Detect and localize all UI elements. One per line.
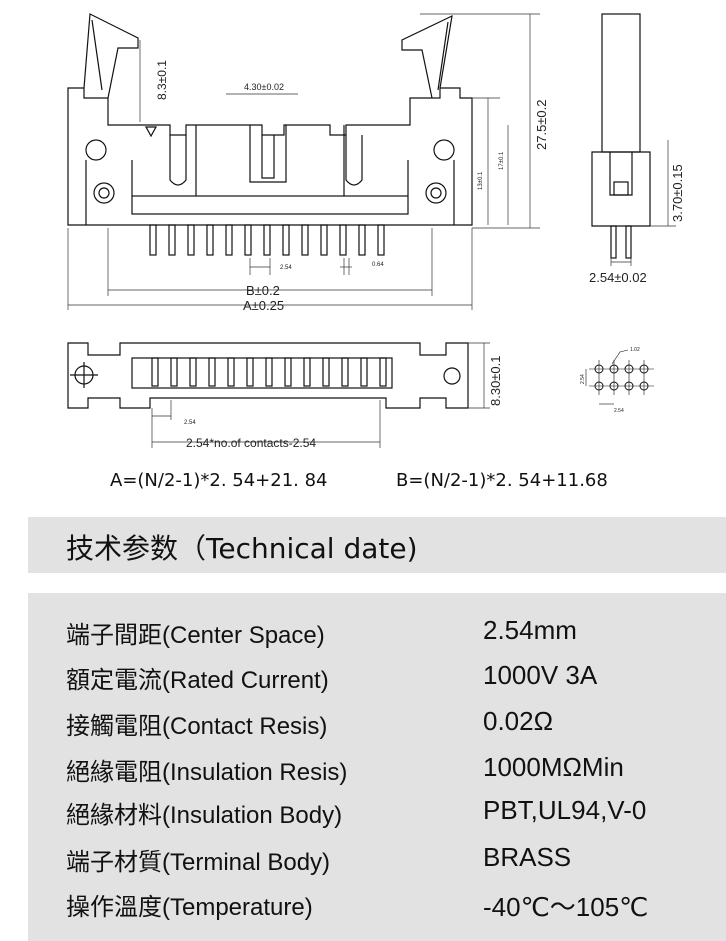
spec-value: 1000MΩMin bbox=[483, 752, 624, 782]
dim-inner-17-label: 17±0.1 bbox=[499, 151, 505, 170]
dim-inner-13-label: 13±0.1 bbox=[478, 171, 484, 190]
footprint-col-label: 2.54 bbox=[614, 408, 624, 414]
spec-label: 端子間距(Center Space) bbox=[66, 622, 325, 649]
spec-value: PBT,UL94,V-0 bbox=[483, 795, 647, 825]
spec-value: BRASS bbox=[483, 842, 572, 872]
top-view bbox=[67, 342, 469, 409]
dim-pin-width-label: 0.64 bbox=[372, 262, 384, 268]
dim-b-label: B±0.2 bbox=[246, 283, 280, 298]
section-title-band: 技术参数（Technical date) bbox=[28, 517, 726, 573]
spec-label: 絕緣材料(Insulation Body) bbox=[66, 802, 343, 829]
side-pitch-label: 2.54±0.02 bbox=[589, 270, 647, 285]
front-view-dimensions bbox=[67, 13, 540, 310]
top-span-label: 2.54*no.of contacts-2.54 bbox=[186, 436, 316, 450]
dim-a-label: A±0.25 bbox=[243, 298, 284, 313]
spec-value: -40℃～105℃ bbox=[483, 892, 649, 922]
spec-value: 0.02Ω bbox=[483, 706, 554, 736]
formula-a: A=(N/2-1)*2. 54+21. 84 bbox=[110, 470, 328, 491]
footprint-hole-label: 1.02 bbox=[630, 347, 640, 353]
technical-drawing: 8.3±0.1 4.30±0.02 13±0.1 17±0.1 27.5±0.2… bbox=[67, 13, 685, 450]
spec-row: 操作溫度(Temperature) -40℃～105℃ bbox=[28, 881, 726, 922]
front-view-pins bbox=[149, 224, 385, 256]
spec-panel: 端子間距(Center Space) 2.54mm 額定電流(Rated Cur… bbox=[28, 593, 726, 941]
spec-row: 接觸電阻(Contact Resis) 0.02Ω bbox=[28, 700, 726, 740]
formula-b: B=(N/2-1)*2. 54+11.68 bbox=[396, 470, 608, 491]
spec-row: 絕緣電阻(Insulation Resis) 1000MΩMin bbox=[28, 746, 726, 786]
top-pitch-label: 2.54 bbox=[184, 420, 196, 426]
dim-pitch-label: 2.54 bbox=[280, 265, 292, 271]
spec-label: 端子材質(Terminal Body) bbox=[66, 849, 331, 876]
dim-height-label: 8.3±0.1 bbox=[155, 60, 169, 100]
spec-row: 端子間距(Center Space) 2.54mm bbox=[28, 609, 726, 649]
spec-label: 接觸電阻(Contact Resis) bbox=[66, 713, 328, 740]
front-view-outline bbox=[67, 13, 473, 226]
side-view bbox=[591, 13, 651, 259]
section-title: 技术参数（Technical date) bbox=[66, 532, 418, 565]
spec-label: 額定電流(Rated Current) bbox=[66, 667, 329, 694]
spec-label: 絕緣電阻(Insulation Resis) bbox=[66, 759, 348, 786]
spec-value: 1000V 3A bbox=[483, 660, 598, 690]
top-view-dimensions bbox=[151, 342, 490, 448]
spec-row: 端子材質(Terminal Body) BRASS bbox=[28, 836, 726, 876]
side-view-dimensions bbox=[610, 140, 676, 266]
spec-row: 絕緣材料(Insulation Body) PBT,UL94,V-0 bbox=[28, 789, 726, 829]
dim-key-label: 4.30±0.02 bbox=[244, 82, 284, 92]
dim-total-height-label: 27.5±0.2 bbox=[534, 99, 549, 150]
pcb-footprint bbox=[585, 349, 654, 405]
side-pin-length-label: 3.70±0.15 bbox=[670, 164, 685, 222]
footprint-row-label: 2.54 bbox=[580, 374, 586, 384]
spec-row: 額定電流(Rated Current) 1000V 3A bbox=[28, 654, 726, 694]
spec-label: 操作溫度(Temperature) bbox=[66, 894, 313, 921]
spec-value: 2.54mm bbox=[483, 615, 577, 645]
top-depth-label: 8.30±0.1 bbox=[488, 355, 503, 406]
